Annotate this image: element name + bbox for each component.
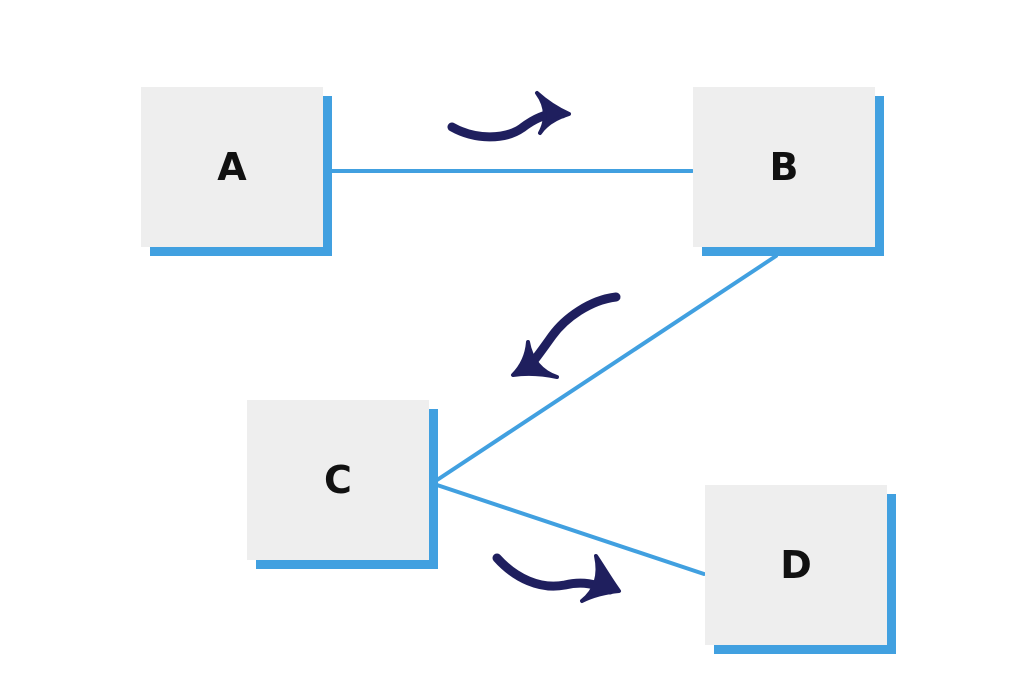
curved-arrow-icon	[511, 292, 621, 379]
node-c: C	[247, 400, 429, 560]
connector-c-d	[432, 482, 706, 576]
curved-arrow-icon	[447, 91, 571, 142]
node-d-label: D	[780, 543, 812, 587]
node-b-label: B	[769, 145, 799, 189]
curved-arrow-icon	[492, 553, 621, 603]
node-b: B	[693, 87, 875, 247]
node-d: D	[705, 485, 887, 645]
node-c-label: C	[324, 458, 352, 502]
node-a: A	[141, 87, 323, 247]
node-a-label: A	[217, 145, 247, 189]
connector-b-c	[432, 254, 778, 484]
